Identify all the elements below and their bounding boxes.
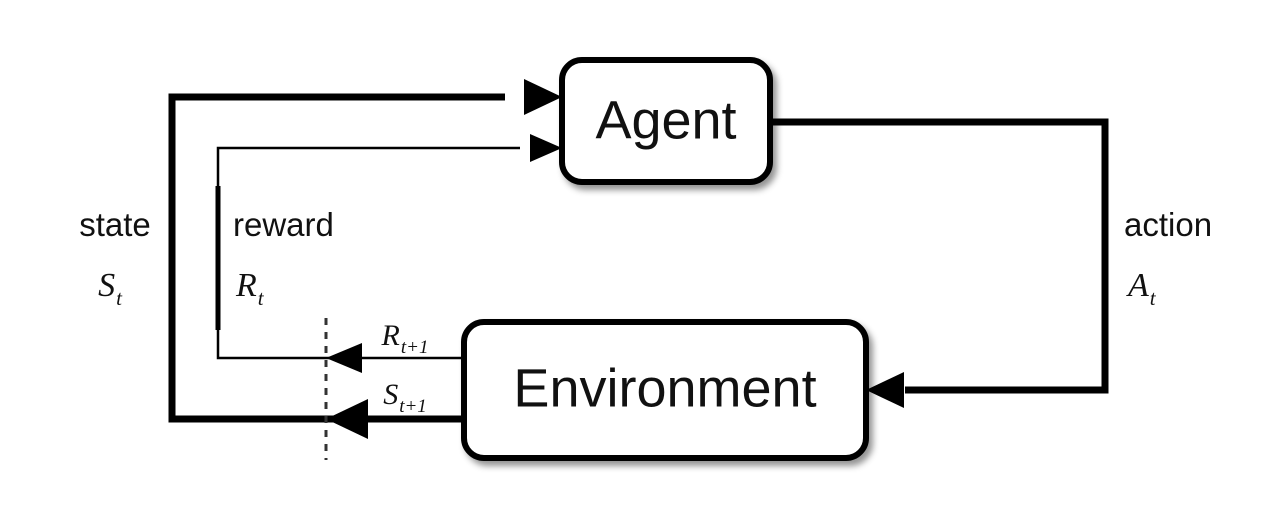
state-next-symbol: S [383, 378, 398, 411]
environment-box[interactable] [461, 319, 869, 461]
reward-next-label: Rt+1 [381, 319, 429, 358]
state-word: state [79, 206, 151, 243]
reward-symbol: R [235, 267, 257, 304]
reward-arrowhead-from-environment-icon [326, 343, 362, 373]
reward-signal-label: reward Rt [233, 206, 334, 310]
state-signal-label: state St [79, 206, 151, 310]
reward-next-symbol: R [381, 319, 400, 352]
action-symbol-subscript: t [1150, 286, 1157, 310]
reward-arrowhead-into-agent-icon [530, 134, 562, 162]
action-symbol-group: At [1126, 267, 1157, 310]
state-symbol-subscript: t [116, 286, 123, 310]
action-signal-label: action At [1124, 206, 1212, 310]
state-symbol: S [98, 267, 115, 304]
action-arrowhead-icon [866, 372, 904, 408]
agent-node[interactable]: Agent [559, 57, 773, 185]
state-symbol-group: St [98, 267, 123, 310]
environment-node[interactable]: Environment [461, 319, 869, 461]
reward-symbol-subscript: t [258, 286, 265, 310]
agent-box[interactable] [559, 57, 773, 185]
reward-next-subscript: t+1 [401, 337, 429, 358]
state-arrowhead-from-environment-icon [326, 399, 368, 439]
state-arrowhead-into-agent-icon [524, 79, 562, 115]
agent-label: Agent [595, 90, 736, 150]
reward-symbol-group: Rt [235, 267, 265, 310]
state-next-subscript: t+1 [399, 396, 427, 417]
state-flow-line [168, 93, 505, 423]
state-next-label: St+1 [383, 378, 427, 417]
action-symbol: A [1126, 267, 1149, 304]
reward-word: reward [233, 206, 334, 243]
action-word: action [1124, 206, 1212, 243]
environment-label: Environment [513, 358, 816, 418]
